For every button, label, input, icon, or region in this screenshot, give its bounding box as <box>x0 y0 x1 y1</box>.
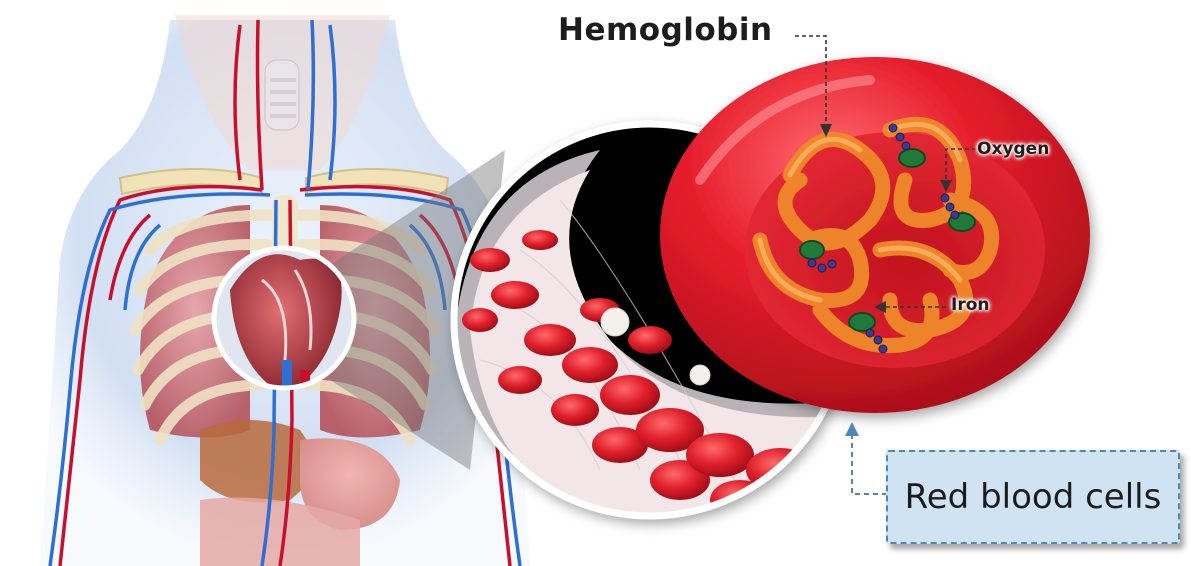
hemoglobin-label: Hemoglobin <box>558 12 773 48</box>
oxygen-label: Oxygen <box>977 139 1049 159</box>
rbc-pointer <box>845 422 887 494</box>
red-blood-cells-label: Red blood cells <box>905 477 1162 517</box>
red-blood-cell <box>660 57 1090 413</box>
red-blood-cells-callout: Red blood cells <box>886 450 1180 544</box>
iron-label: Iron <box>951 295 990 315</box>
